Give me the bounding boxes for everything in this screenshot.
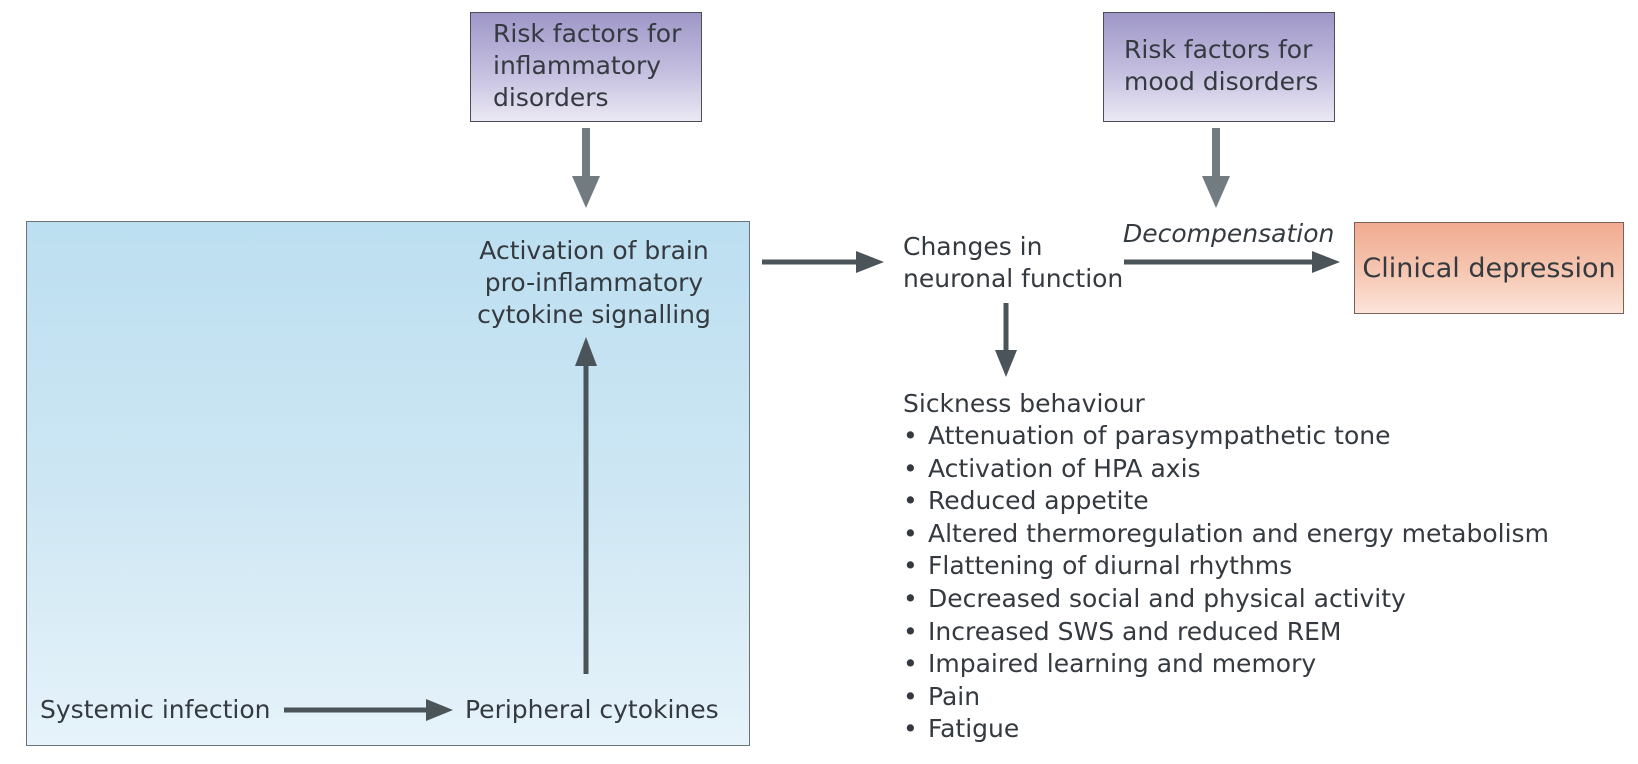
arrow-risk-mood-to-decompensation [1202,128,1230,208]
sickness-item: •Fatigue [903,713,1549,746]
sickness-item: •Decreased social and physical activity [903,583,1549,616]
sickness-item: •Attenuation of parasympathetic tone [903,420,1549,453]
bullet-icon: • [903,681,918,711]
bullet-icon: • [903,714,918,744]
bullet-icon: • [903,551,918,581]
risk-inflammatory-line-3: disorders [493,83,609,112]
arrow-risk-inflammatory-to-activation [572,128,600,208]
sickness-item: •Flattening of diurnal rhythms [903,550,1549,583]
changes-line-2: neuronal function [903,264,1124,293]
peripheral-cytokines-node: Peripheral cytokines [465,695,719,724]
sickness-item: •Impaired learning and memory [903,648,1549,681]
risk-mood-line-2: mood disorders [1124,67,1319,96]
systemic-infection-node: Systemic infection [40,695,271,724]
activation-line-1: Activation of brain [479,236,709,265]
brain-cytokine-activation-node: Activation of brain pro-inflammatory cyt… [474,235,714,331]
clinical-depression-box: Clinical depression [1354,222,1624,314]
clinical-depression-label: Clinical depression [1362,252,1616,284]
risk-factors-mood-box: Risk factors for mood disorders [1103,12,1335,122]
bullet-icon: • [903,486,918,516]
bullet-icon: • [903,421,918,450]
changes-line-1: Changes in [903,232,1043,261]
risk-inflammatory-line-2: inflammatory [493,51,662,80]
arrow-systemic-to-peripheral [284,699,453,721]
sickness-behaviour-title: Sickness behaviour [903,389,1145,418]
arrow-changes-to-clinical-depression [1124,251,1340,273]
systemic-inflammation-panel [26,221,750,746]
decompensation-label: Decompensation [1123,219,1335,248]
bullet-icon: • [903,583,918,613]
risk-mood-line-1: Risk factors for [1124,35,1313,64]
risk-inflammatory-line-1: Risk factors for [493,19,682,48]
activation-line-2: pro-inflammatory [484,268,704,297]
sickness-item: •Activation of HPA axis [903,453,1549,486]
bullet-icon: • [903,649,918,679]
sickness-item: •Increased SWS and reduced REM [903,616,1549,649]
sickness-item: •Pain [903,681,1549,714]
bullet-icon: • [903,616,918,646]
neuronal-function-changes-node: Changes in neuronal function [903,231,1123,295]
bullet-icon: • [903,453,918,483]
activation-line-3: cytokine signalling [477,300,711,329]
arrow-changes-to-sickness-behaviour [995,303,1017,377]
bullet-icon: • [903,518,918,548]
risk-factors-inflammatory-box: Risk factors for inflammatory disorders [470,12,702,122]
sickness-behaviour-list: •Attenuation of parasympathetic tone •Ac… [903,420,1549,746]
arrow-activation-to-changes [762,251,884,273]
arrow-peripheral-to-activation [575,337,597,674]
sickness-item: •Altered thermoregulation and energy met… [903,518,1549,551]
sickness-item: •Reduced appetite [903,485,1549,518]
